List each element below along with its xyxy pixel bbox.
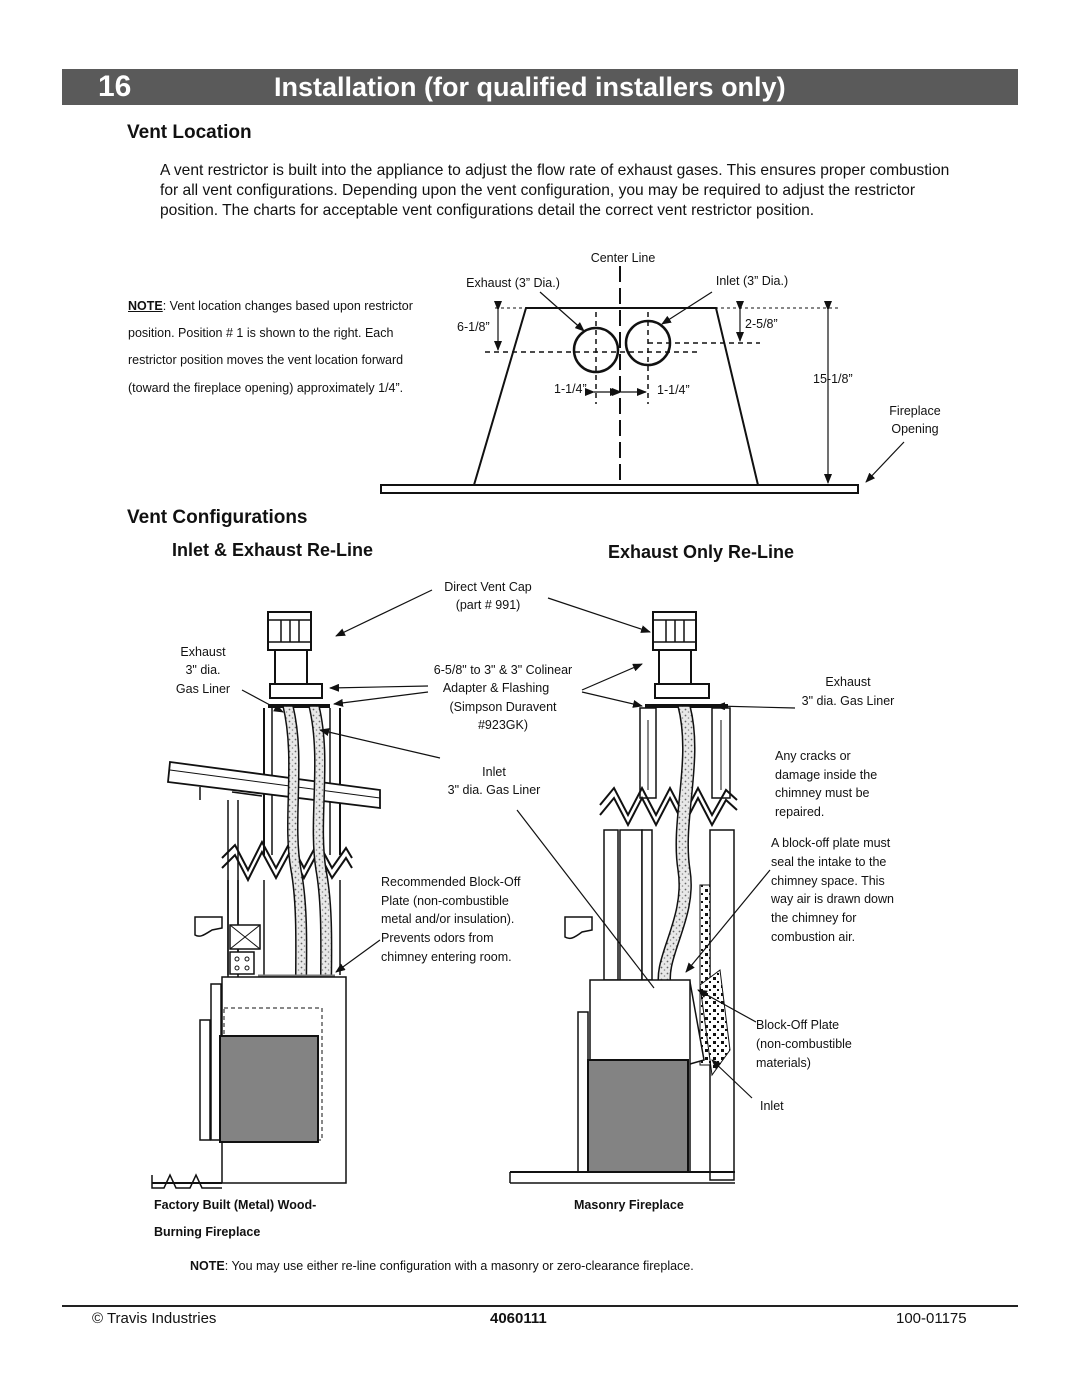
dim-15-1-8-label: 15-1/8” xyxy=(813,372,853,386)
bottom-note: NOTE: You may use either re-line configu… xyxy=(190,1259,694,1273)
exhaust-left-label: Exhaust xyxy=(180,645,226,659)
vent-cap-label: Direct Vent Cap xyxy=(444,580,532,594)
exhaust-circle xyxy=(572,326,620,374)
gas-insert-right xyxy=(587,1059,689,1173)
block-off-plate-line-2: (non-combustible xyxy=(756,1037,852,1051)
fireplace-opening-label-2: Opening xyxy=(891,422,938,436)
inlet-dia-label: Inlet (3” Dia.) xyxy=(716,274,788,288)
blockoff-line-4: Prevents odors from xyxy=(381,931,494,945)
inlet-exhaust-reline-diagram xyxy=(151,611,381,1189)
adapter-flashing-label: Adapter & Flashing xyxy=(443,681,549,695)
seal-line-5: the chimney for xyxy=(771,911,856,925)
caption-masonry: Masonry Fireplace xyxy=(574,1198,684,1212)
exhaust-right-liner-label: 3" dia. Gas Liner xyxy=(802,694,895,708)
seal-line-4: way air is drawn down xyxy=(770,892,894,906)
seal-line-6: combustion air. xyxy=(771,930,855,944)
block-off-plate-line-3: materials) xyxy=(756,1056,811,1070)
cracks-line-2: damage inside the xyxy=(775,768,877,782)
dim-1-1-4-left-label: 1-1/4” xyxy=(554,382,587,396)
intro-paragraph: A vent restrictor is built into the appl… xyxy=(160,162,950,219)
bottom-note-label: NOTE xyxy=(190,1259,225,1273)
note-text: : Vent location changes based upon restr… xyxy=(128,299,413,395)
dim-2-5-8-label: 2-5/8” xyxy=(745,317,778,331)
vent-cap-part-label: (part # 991) xyxy=(456,598,521,612)
blockoff-line-3: metal and/or insulation). xyxy=(381,912,514,926)
cracks-line-4: repaired. xyxy=(775,805,824,819)
vent-location-diagram: Center Line Exhaust (3” Dia.) Inlet (3” … xyxy=(380,251,941,494)
seal-label: A block-off plate must xyxy=(771,836,891,850)
dim-1-1-4-right-label: 1-1/4” xyxy=(657,383,690,397)
inlet-right-label: Inlet xyxy=(760,1099,784,1113)
footer-copyright: © Travis Industries xyxy=(92,1310,217,1327)
exhaust-left-liner-label: Gas Liner xyxy=(176,682,230,696)
firebox-outline xyxy=(472,307,760,486)
block-off-plate-label: Block-Off Plate xyxy=(756,1018,839,1032)
vent-location-heading: Vent Location xyxy=(127,122,252,143)
adapter-brand-label: (Simpson Duravent xyxy=(450,700,558,714)
caption-factory-built-2: Burning Fireplace xyxy=(154,1225,261,1239)
section-header-bar: 16 Installation (for qualified installer… xyxy=(62,69,1018,105)
blockoff-line-5: chimney entering room. xyxy=(381,950,512,964)
vent-configurations-heading: Vent Configurations xyxy=(127,507,308,528)
page-title: Installation (for qualified installers o… xyxy=(274,72,786,102)
center-line-label: Center Line xyxy=(591,251,656,265)
dim-6-1-8-label: 6-1/8” xyxy=(457,320,490,334)
footer-rule xyxy=(62,1305,1018,1307)
blockoff-line-2: Plate (non-combustible xyxy=(381,894,509,908)
footer-part-number: 100-01175 xyxy=(896,1310,967,1327)
vent-location-note: NOTE: Vent location changes based upon r… xyxy=(128,293,418,402)
gas-insert-left xyxy=(219,1035,319,1143)
adapter-label: 6-5/8" to 3" & 3" Colinear xyxy=(434,663,572,677)
note-label: NOTE xyxy=(128,299,163,313)
cracks-label: Any cracks or xyxy=(775,749,851,763)
fireplace-base xyxy=(380,484,859,494)
exhaust-dia-label: Exhaust (3” Dia.) xyxy=(466,276,560,290)
seal-line-3: chimney space. This xyxy=(771,874,885,888)
exhaust-only-reline-diagram xyxy=(509,611,738,1184)
inlet-mid-liner-label: 3" dia. Gas Liner xyxy=(448,783,541,797)
page-number: 16 xyxy=(98,70,132,103)
caption-factory-built: Factory Built (Metal) Wood- xyxy=(154,1198,317,1212)
blockoff-recommend-label: Recommended Block-Off xyxy=(381,875,521,889)
exhaust-right-label: Exhaust xyxy=(825,675,871,689)
footer-doc-number: 4060111 xyxy=(490,1310,547,1327)
exhaust-only-reline-title: Exhaust Only Re-Line xyxy=(608,542,795,562)
cracks-line-3: chimney must be xyxy=(775,786,870,800)
seal-line-2: seal the intake to the xyxy=(771,855,886,869)
exhaust-left-dia-label: 3" dia. xyxy=(185,663,220,677)
config-labels: Direct Vent Cap (part # 991) Exhaust 3" … xyxy=(176,580,894,1113)
inlet-mid-label: Inlet xyxy=(482,765,506,779)
config-leader-lines xyxy=(241,589,796,1099)
inlet-exhaust-reline-title: Inlet & Exhaust Re-Line xyxy=(172,540,374,560)
bottom-note-text: : You may use either re-line configurati… xyxy=(224,1259,694,1273)
fireplace-opening-label: Fireplace xyxy=(889,404,940,418)
adapter-part-label: #923GK) xyxy=(478,718,528,732)
